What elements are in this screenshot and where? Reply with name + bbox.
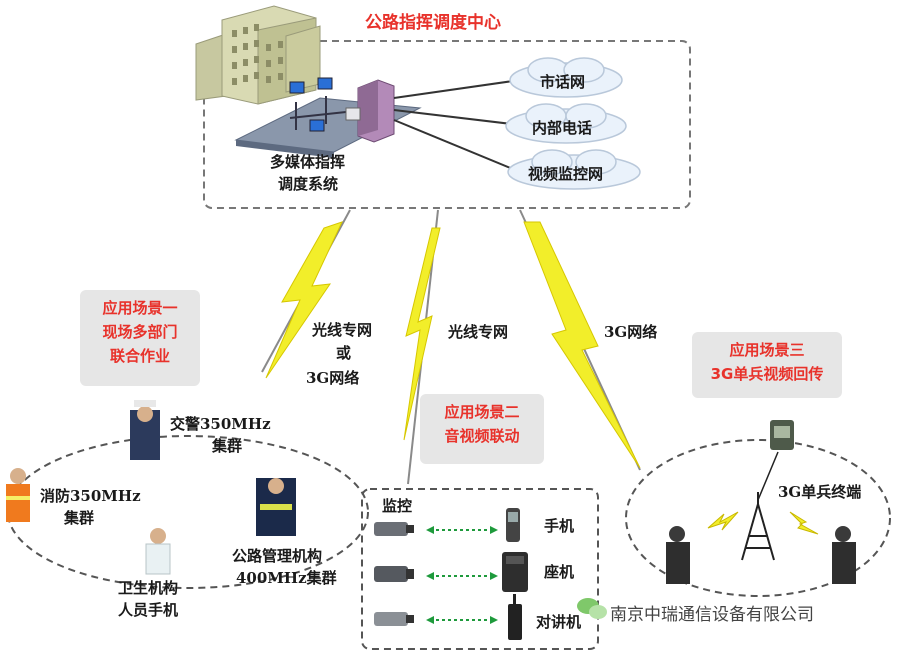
left-link-line1: 光线专网 [312, 321, 373, 339]
camera-icon-3 [374, 612, 414, 626]
traffic-police-label-line1: 交警350MHz [170, 415, 271, 433]
camera-icon-1 [374, 522, 414, 536]
scenario2-box [361, 488, 599, 650]
cloud-shape-2 [505, 103, 627, 144]
highway-officer-figure [256, 478, 296, 536]
scenario3-ellipse [625, 439, 891, 597]
desk-phone-icon [502, 552, 528, 592]
scenario2-badge: 应用场景二 音视频联动 [420, 394, 544, 464]
terminal-label: 3G单兵终端 [778, 483, 862, 501]
scenario2-title-line1: 应用场景二 [444, 403, 520, 421]
small-bolt-right [789, 511, 819, 535]
system-label-line1: 多媒体指挥 [270, 153, 346, 171]
walkie-talkie-icon [508, 594, 522, 640]
fire-label-line2: 集群 [64, 509, 95, 527]
small-bolt-left [707, 511, 739, 531]
highway-label-line2: 400MHz集群 [236, 569, 337, 587]
device-label-desk-phone: 座机 [544, 563, 575, 581]
left-link-line2: 或 [336, 344, 352, 362]
health-label-line2: 人员手机 [118, 601, 179, 619]
right-link-label: 3G网络 [604, 323, 658, 341]
scenario3-title-line2: 3G单兵视频回传 [710, 365, 824, 383]
cloud-shape-3 [507, 149, 641, 190]
cloud-label-video-network: 视频监控网 [528, 165, 604, 183]
scenario2-title-line2: 音视频联动 [444, 427, 520, 445]
lightning-bolt-middle [403, 227, 441, 441]
building-icon [195, 5, 321, 105]
left-link-line3: 3G网络 [306, 369, 360, 387]
scenario3-badge: 应用场景三 3G单兵视频回传 [692, 332, 842, 398]
dotted-arrow-2 [426, 572, 498, 580]
fire-label-line1: 消防350MHz [40, 487, 141, 505]
wechat-icon [577, 598, 607, 619]
lightning-bolt-right [523, 221, 641, 469]
soldier-figure-right [832, 526, 856, 584]
scenario1-title-line2: 现场多部门 [102, 323, 178, 341]
scenario1-title-line1: 应用场景一 [102, 299, 178, 317]
lightning-bolt-left [265, 221, 343, 379]
middle-link-label: 光线专网 [448, 323, 509, 341]
scenario1-ellipse [7, 435, 369, 589]
system-label-line2: 调度系统 [278, 175, 339, 193]
traffic-police-figure [130, 400, 160, 460]
cloud-shape-1 [509, 57, 623, 98]
mobile-phone-icon [506, 508, 520, 542]
scenario1-badge: 应用场景一 现场多部门 联合作业 [80, 290, 200, 386]
command-center-box [203, 40, 691, 209]
health-label-line1: 卫生机构 [118, 579, 179, 597]
command-center-title: 公路指挥调度中心 [365, 13, 501, 33]
medic-figure [145, 528, 171, 575]
soldier-figure-left [666, 526, 690, 584]
device-label-walkie-talkie: 对讲机 [536, 613, 582, 631]
firefighter-figure [6, 468, 30, 522]
scenario3-title-line1: 应用场景三 [729, 341, 805, 359]
monitor-label: 监控 [382, 497, 413, 515]
cloud-label-internal-phone: 内部电话 [532, 119, 593, 137]
scenario1-title-line3: 联合作业 [109, 347, 170, 365]
cloud-label-city-network: 市话网 [540, 73, 586, 91]
traffic-police-label-line2: 集群 [212, 437, 243, 455]
dotted-arrow-1 [426, 526, 498, 534]
network-platform-icon [234, 77, 422, 158]
camera-icon-2 [374, 566, 414, 582]
device-label-mobile: 手机 [544, 517, 575, 535]
terminal-device-icon [770, 420, 794, 450]
tower-icon [741, 492, 775, 561]
watermark-text: 南京中瑞通信设备有限公司 [610, 605, 814, 625]
highway-label-line1: 公路管理机构 [232, 547, 323, 565]
dotted-arrow-3 [426, 616, 498, 624]
